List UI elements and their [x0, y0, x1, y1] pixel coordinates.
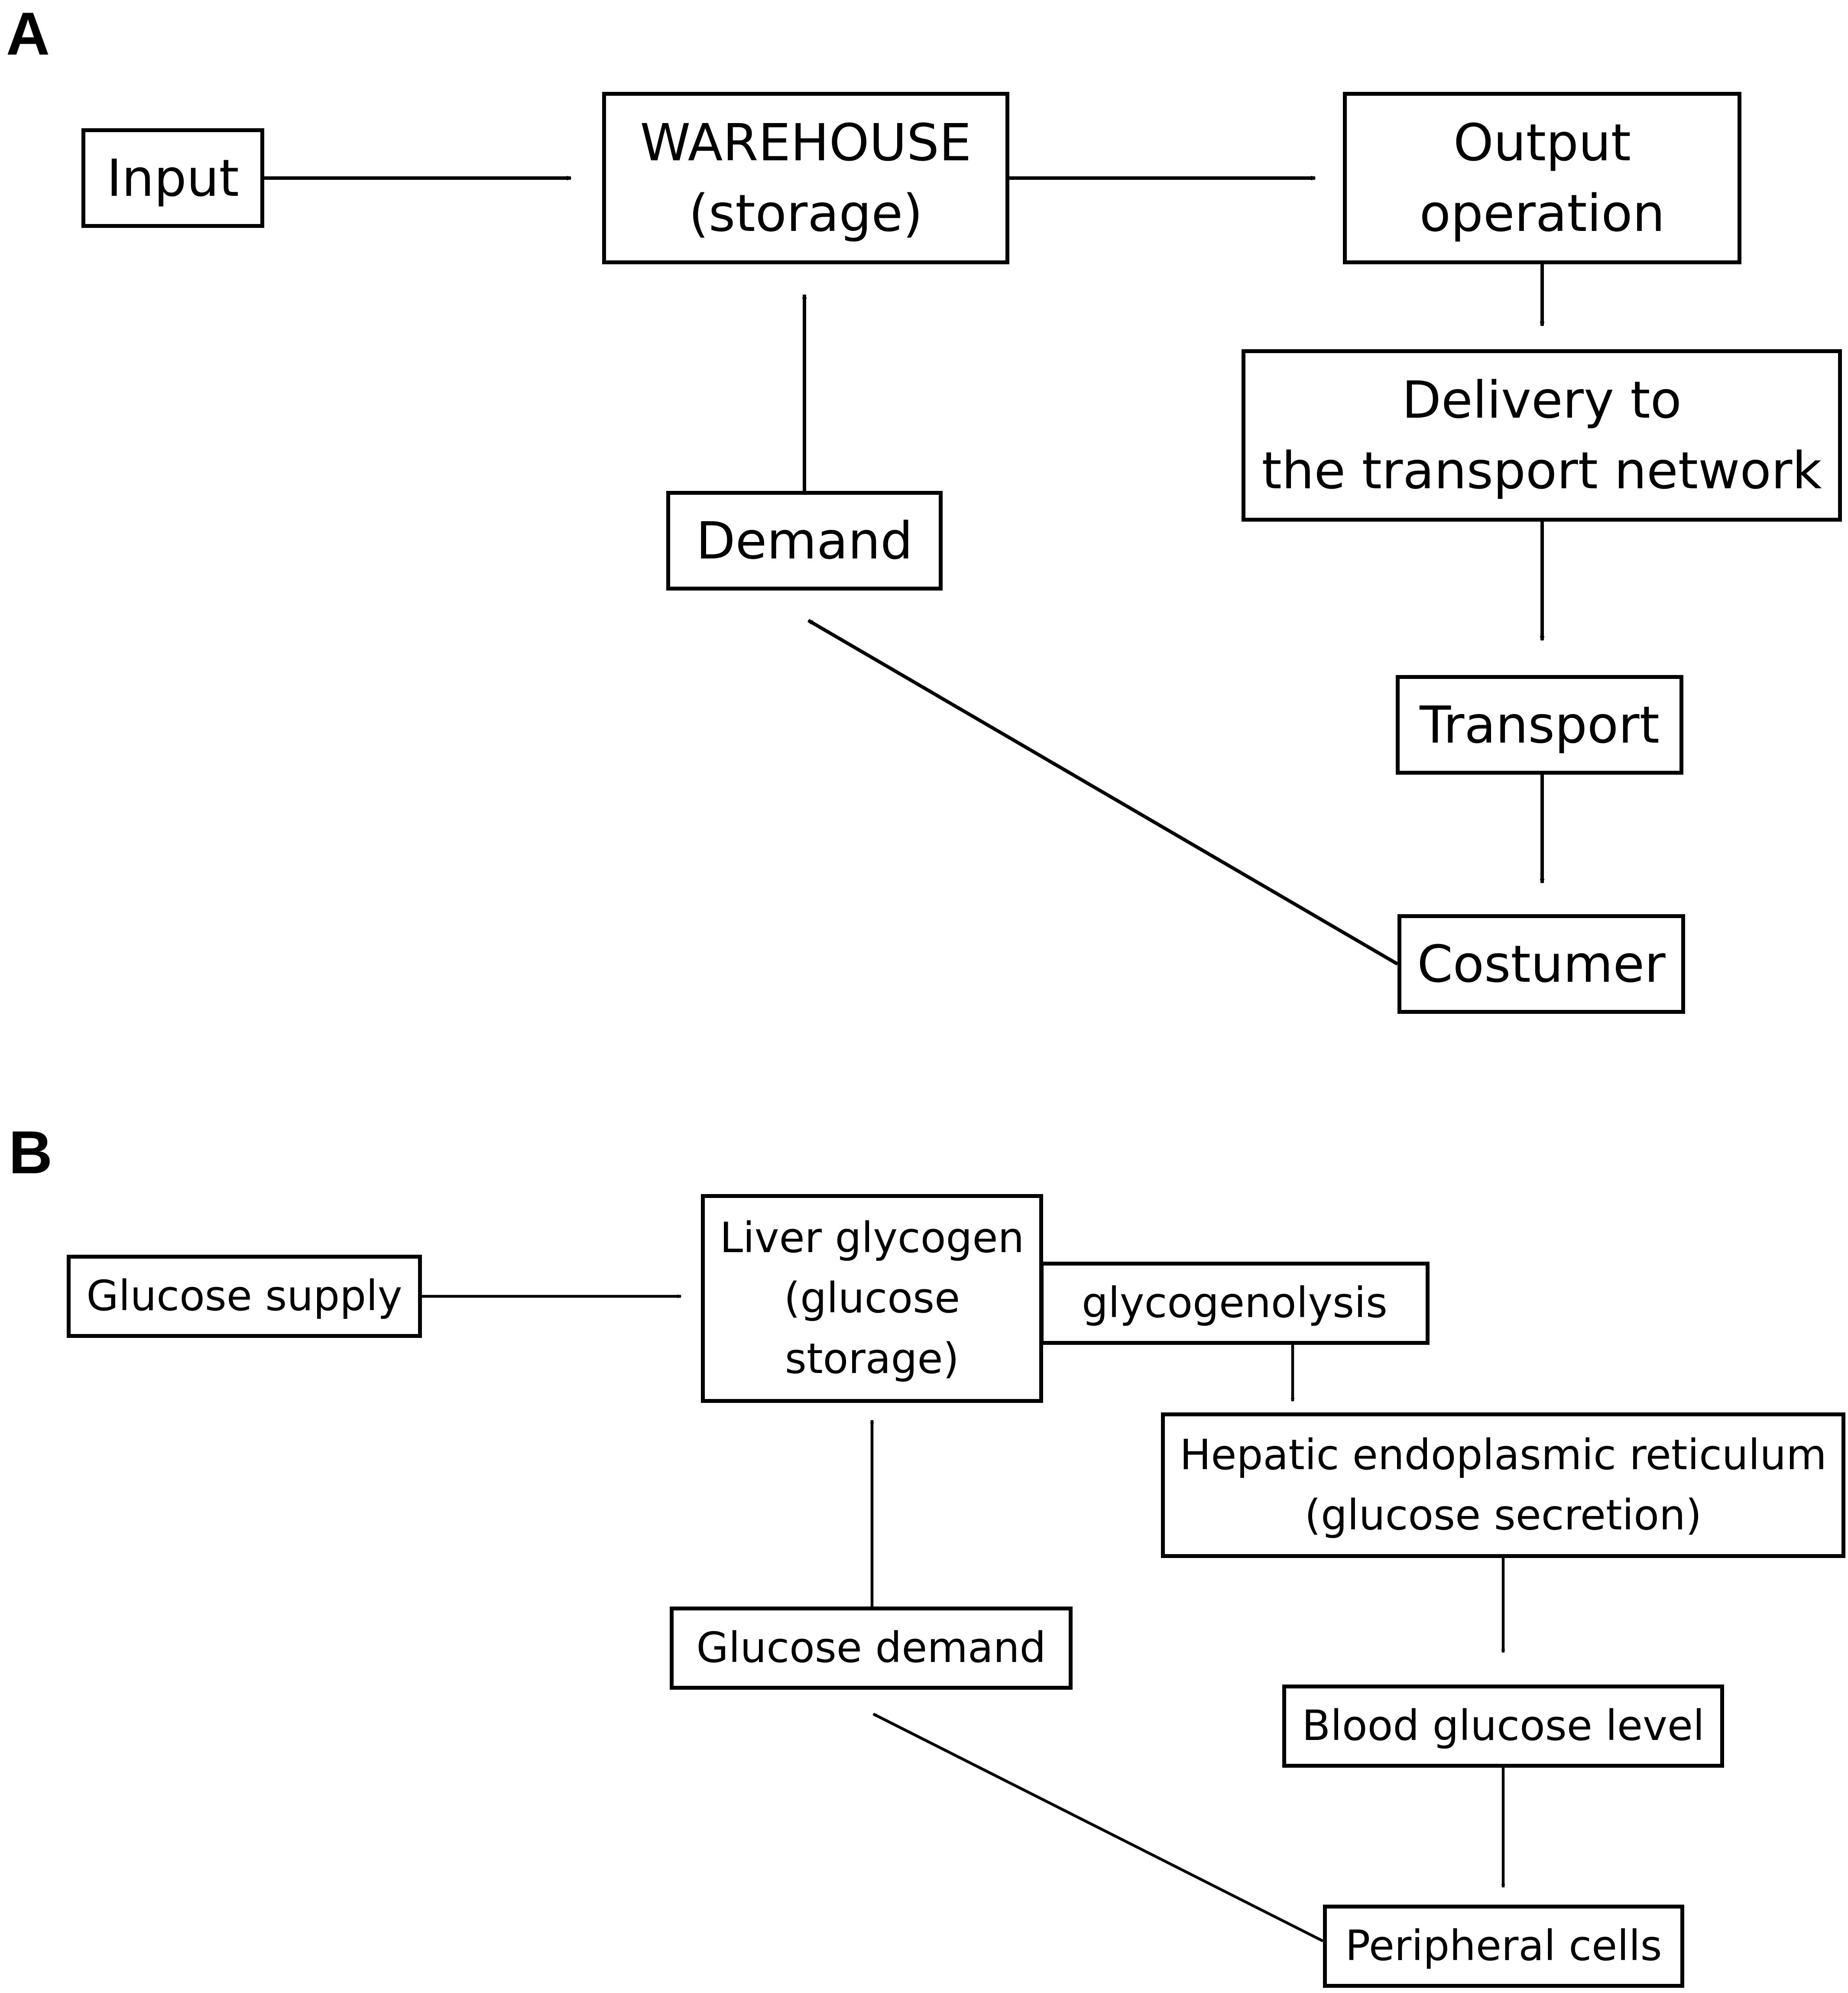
node-liver-glycogen: Liver glycogen (glucose storage)	[701, 1194, 1043, 1403]
node-input: Input	[81, 128, 264, 228]
arrow-costumer-to-demand	[807, 619, 1399, 966]
node-output-operation: Output operation	[1343, 92, 1741, 264]
node-demand: Demand	[666, 491, 943, 591]
node-peripheral-cells: Peripheral cells	[1323, 1905, 1684, 1988]
panel-label-b: B	[9, 1118, 53, 1186]
node-glycogenolysis: glycogenolysis	[1040, 1262, 1430, 1345]
node-blood-glucose-level: Blood glucose level	[1282, 1685, 1724, 1768]
node-glucose-demand: Glucose demand	[670, 1607, 1073, 1690]
node-transport: Transport	[1396, 675, 1683, 775]
node-warehouse: WAREHOUSE (storage)	[602, 92, 1009, 264]
node-costumer: Costumer	[1397, 914, 1685, 1014]
arrow-peripheral-to-glucose-demand	[873, 1713, 1324, 1942]
panel-label-a: A	[6, 0, 50, 68]
node-hepatic-er: Hepatic endoplasmic reticulum (glucose s…	[1161, 1412, 1845, 1558]
node-delivery: Delivery to the transport network	[1242, 349, 1842, 522]
node-glucose-supply: Glucose supply	[67, 1255, 422, 1338]
